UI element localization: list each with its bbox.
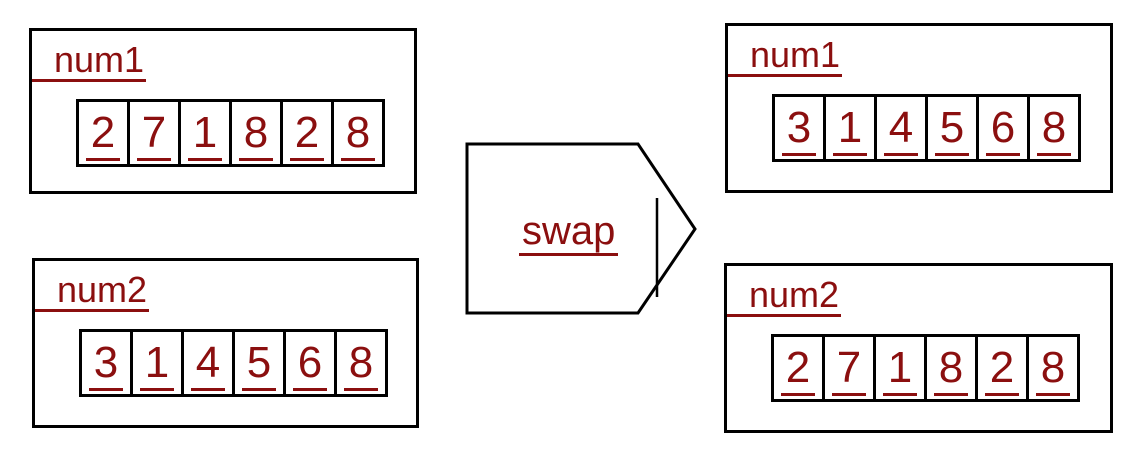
digit-value: 5	[241, 335, 277, 391]
array-box-num2-before: num2 3 1 4 5 6 8	[32, 258, 419, 428]
digit-cells-num1-before: 2 7 1 8 2 8	[76, 99, 385, 167]
digit-cell: 2	[771, 334, 825, 402]
digit-value: 8	[1035, 340, 1071, 396]
digit-cell: 6	[283, 329, 337, 397]
digit-cell: 6	[976, 94, 1030, 162]
digit-cell: 7	[822, 334, 876, 402]
digit-value: 4	[190, 335, 226, 391]
digit-cell: 2	[76, 99, 130, 167]
digit-value: 1	[832, 100, 868, 156]
digit-value: 8	[340, 105, 376, 161]
digit-cell: 7	[127, 99, 181, 167]
digit-cell: 8	[1026, 334, 1080, 402]
array-box-num1-after: num1 3 1 4 5 6 8	[725, 23, 1113, 193]
digit-value: 1	[187, 105, 223, 161]
digit-cell: 2	[280, 99, 334, 167]
digit-cells-num1-after: 3 1 4 5 6 8	[772, 94, 1081, 162]
swap-arrow-shape	[465, 142, 697, 315]
digit-cell: 2	[975, 334, 1029, 402]
digit-value: 1	[139, 335, 175, 391]
digit-cell: 1	[178, 99, 232, 167]
digit-value: 2	[780, 340, 816, 396]
digit-cells-num2-before: 3 1 4 5 6 8	[79, 329, 388, 397]
digit-cell: 8	[229, 99, 283, 167]
array-box-num2-after: num2 2 7 1 8 2 8	[724, 263, 1113, 433]
digit-value: 5	[934, 100, 970, 156]
digit-cell: 8	[331, 99, 385, 167]
digit-value: 1	[882, 340, 918, 396]
digit-cell: 8	[924, 334, 978, 402]
digit-value: 2	[984, 340, 1020, 396]
digit-cell: 3	[79, 329, 133, 397]
digit-cell: 1	[873, 334, 927, 402]
array-label-num2-after: num2	[727, 276, 842, 317]
digit-cell: 4	[181, 329, 235, 397]
digit-value: 4	[883, 100, 919, 156]
digit-value: 2	[289, 105, 325, 161]
digit-value: 8	[343, 335, 379, 391]
digit-value: 7	[136, 105, 172, 161]
swap-label: swap	[519, 210, 619, 256]
digit-value: 3	[88, 335, 124, 391]
digit-value: 6	[985, 100, 1021, 156]
digit-cell: 8	[334, 329, 388, 397]
digit-cell: 8	[1027, 94, 1081, 162]
digit-value: 3	[781, 100, 817, 156]
array-label-num1-before: num1	[32, 41, 147, 82]
digit-cell: 5	[232, 329, 286, 397]
array-label-num2-before: num2	[35, 271, 150, 312]
digit-value: 2	[85, 105, 121, 161]
digit-value: 6	[292, 335, 328, 391]
digit-cell: 1	[823, 94, 877, 162]
digit-value: 8	[238, 105, 274, 161]
digit-cell: 1	[130, 329, 184, 397]
digit-cell: 5	[925, 94, 979, 162]
array-label-num1-after: num1	[728, 36, 843, 77]
digit-cell: 3	[772, 94, 826, 162]
array-box-num1-before: num1 2 7 1 8 2 8	[29, 28, 417, 194]
digit-value: 8	[1036, 100, 1072, 156]
digit-cell: 4	[874, 94, 928, 162]
digit-value: 8	[933, 340, 969, 396]
digit-cells-num2-after: 2 7 1 8 2 8	[771, 334, 1080, 402]
arrow-pentagon	[465, 142, 697, 315]
digit-value: 7	[831, 340, 867, 396]
